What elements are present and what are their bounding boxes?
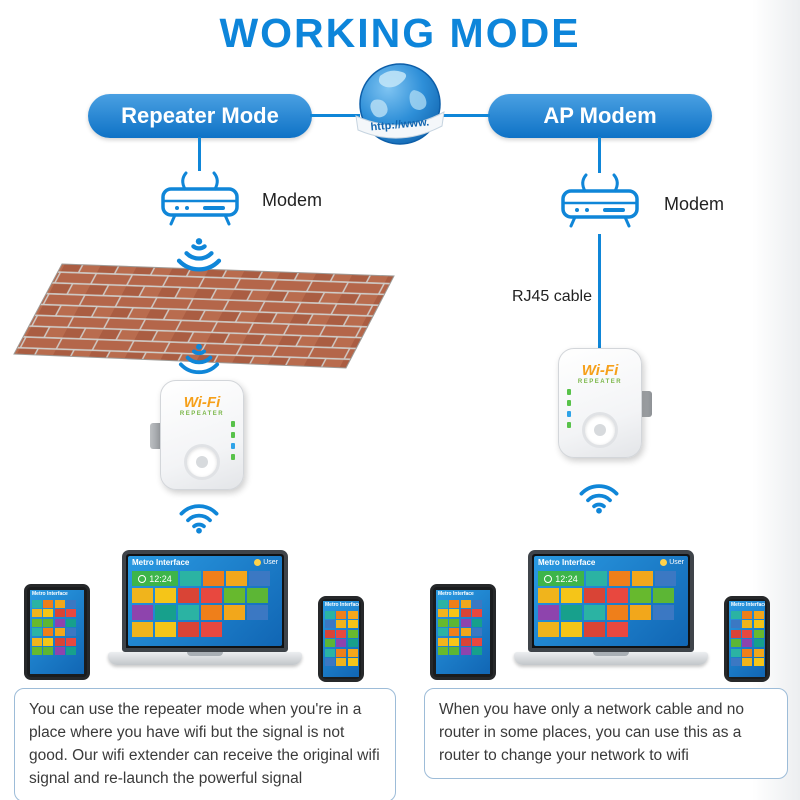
wifi-signal-icon bbox=[577, 480, 621, 514]
user-label: User bbox=[669, 559, 684, 566]
clock-text: 12:24 bbox=[149, 573, 172, 584]
repeater-brand-top: Wi-Fi bbox=[581, 362, 619, 379]
phone-tile-grid bbox=[729, 609, 765, 668]
repeater-brand: Wi-Fi REPEATER bbox=[559, 362, 641, 386]
avatar-icon bbox=[254, 559, 262, 566]
repeater-mode-description: You can use the repeater mode when you'r… bbox=[14, 688, 396, 800]
connector-line bbox=[440, 114, 490, 117]
phone-screen-title: Metro Interface bbox=[731, 602, 765, 608]
ap-modem-label: AP Modem bbox=[543, 103, 657, 128]
wifi-signal-icon bbox=[177, 500, 221, 534]
user-label: User bbox=[263, 559, 278, 566]
connector-line bbox=[598, 137, 601, 173]
tablet-device: Metro Interface bbox=[430, 584, 496, 680]
phone-screen-title: Metro Interface bbox=[325, 602, 359, 608]
user-badge: User bbox=[254, 559, 278, 566]
laptop-screen-title: Metro Interface bbox=[132, 558, 190, 567]
tablet-screen-title: Metro Interface bbox=[438, 591, 474, 597]
clock-tile: 12:24 bbox=[132, 571, 178, 586]
laptop-tile-grid: 12:24 bbox=[534, 569, 688, 639]
internet-globe-icon: http://www. bbox=[352, 60, 448, 156]
repeater-brand-bottom: REPEATER bbox=[179, 411, 225, 418]
clock-icon bbox=[138, 574, 147, 583]
repeater-brand-bottom: REPEATER bbox=[577, 379, 623, 386]
laptop-screen-title: Metro Interface bbox=[538, 558, 596, 567]
modem-icon bbox=[156, 168, 244, 232]
tablet-tile-grid bbox=[30, 598, 84, 657]
wifi-repeater-device: Wi-Fi REPEATER bbox=[558, 348, 652, 458]
repeater-mode-pill: Repeater Mode bbox=[88, 94, 312, 138]
connector-line bbox=[198, 137, 201, 171]
tablet-device: Metro Interface bbox=[24, 584, 90, 680]
brick-wall bbox=[0, 248, 410, 385]
phone-device: Metro Interface bbox=[318, 596, 364, 682]
globe-banner-text: http://www. bbox=[370, 116, 430, 133]
laptop-device: Metro Interface User 12:24 bbox=[528, 550, 694, 652]
laptop-device: Metro Interface User 12:24 bbox=[122, 550, 288, 652]
client-devices-left: Metro Interface Metro Interface User 12:… bbox=[18, 546, 390, 686]
wifi-signal-icon bbox=[174, 238, 224, 276]
modem-label: Modem bbox=[664, 194, 725, 214]
modem-icon bbox=[556, 170, 644, 234]
user-badge: User bbox=[660, 559, 684, 566]
led-indicators bbox=[567, 389, 571, 428]
connector-line bbox=[310, 114, 360, 117]
clock-text: 12:24 bbox=[555, 573, 578, 584]
page-title: WORKING MODE bbox=[219, 10, 581, 56]
tablet-screen-title: Metro Interface bbox=[32, 591, 68, 597]
repeater-brand-top: Wi-Fi bbox=[183, 394, 221, 411]
laptop-base bbox=[108, 652, 302, 665]
repeater-mode-label: Repeater Mode bbox=[121, 103, 279, 128]
avatar-icon bbox=[660, 559, 668, 566]
tablet-tile-grid bbox=[436, 598, 490, 657]
modem-label: Modem bbox=[262, 190, 323, 210]
clock-tile: 12:24 bbox=[538, 571, 584, 586]
ap-modem-pill: AP Modem bbox=[488, 94, 712, 138]
laptop-base bbox=[514, 652, 708, 665]
rj45-cable-line bbox=[598, 234, 601, 348]
repeater-brand: Wi-Fi REPEATER bbox=[161, 394, 243, 418]
ap-modem-description: When you have only a network cable and n… bbox=[424, 688, 788, 779]
client-devices-right: Metro Interface Metro Interface User 12:… bbox=[424, 546, 796, 686]
led-indicators bbox=[231, 421, 235, 460]
wifi-repeater-device: Wi-Fi REPEATER bbox=[150, 380, 244, 490]
phone-device: Metro Interface bbox=[724, 596, 770, 682]
wifi-signal-icon bbox=[176, 344, 222, 378]
phone-tile-grid bbox=[323, 609, 359, 668]
laptop-tile-grid: 12:24 bbox=[128, 569, 282, 639]
rj45-cable-label: RJ45 cable bbox=[511, 288, 592, 305]
power-plug bbox=[150, 423, 164, 449]
wps-button bbox=[582, 412, 618, 448]
clock-icon bbox=[544, 574, 553, 583]
wps-button bbox=[184, 444, 220, 480]
power-plug bbox=[638, 391, 652, 417]
